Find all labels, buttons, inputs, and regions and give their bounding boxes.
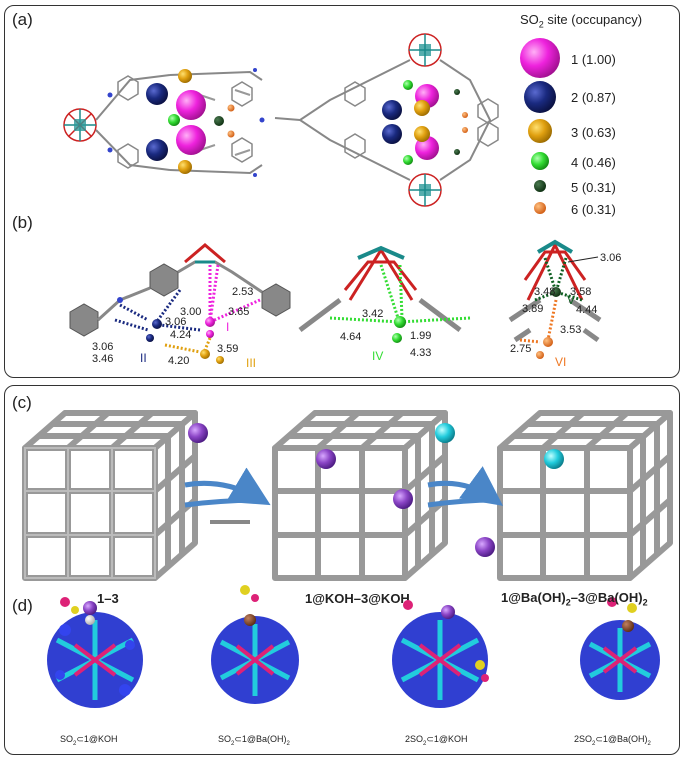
distance-label: 3.89 xyxy=(522,303,543,315)
site-roman-label: IV xyxy=(372,349,383,363)
panel-label-a: (a) xyxy=(12,10,33,29)
legend-swatch-1 xyxy=(520,38,560,78)
legend-swatch-3 xyxy=(528,119,552,143)
distance-label: 2.75 xyxy=(510,343,531,355)
cluster-render-3 xyxy=(392,600,489,708)
panel-label-b: (b) xyxy=(12,213,33,232)
site-roman-label: III xyxy=(246,356,256,370)
legend-swatch-6 xyxy=(534,202,546,214)
legend-label-4: 4 (0.46) xyxy=(571,155,616,170)
binding-site-2: 3.42 1.99 4.64 4.33 IV xyxy=(298,245,471,363)
legend-label-3: 3 (0.63) xyxy=(571,125,616,140)
distance-label: 3.65 xyxy=(228,306,249,318)
site-roman-label: VI xyxy=(555,355,566,369)
distance-label: 3.06 xyxy=(165,316,186,328)
panel-label-c: (c) xyxy=(12,393,32,412)
distance-label: 4.24 xyxy=(170,329,191,341)
lattice-cube-1 xyxy=(22,410,198,581)
distance-label: 3.59 xyxy=(217,343,238,355)
legend-swatch-5 xyxy=(534,180,546,192)
k-ion-sphere xyxy=(475,537,495,557)
distance-label: 3.06 xyxy=(600,252,621,264)
lattice-cube-3 xyxy=(497,410,673,581)
distance-label: 4.64 xyxy=(340,331,361,343)
legend-swatch-2 xyxy=(524,81,556,113)
site-roman-label: II xyxy=(140,351,147,365)
cluster-caption-4: 2SO2⊂1@Ba(OH)2 xyxy=(574,734,651,747)
distance-label: 1.99 xyxy=(410,330,431,342)
cluster-render-2 xyxy=(211,585,299,704)
cluster-caption-3: 2SO2⊂1@KOH xyxy=(405,734,468,747)
cube-label-3: 1@Ba(OH)2–3@Ba(OH)2 xyxy=(501,590,648,608)
k-ion-sphere xyxy=(393,489,413,509)
process-arrow-icon xyxy=(184,467,271,506)
metal-cluster-icon xyxy=(63,108,97,142)
ba-ion-sphere xyxy=(544,449,564,469)
legend-title: SO2 site (occupancy) xyxy=(520,12,643,30)
distance-label: 4.20 xyxy=(168,355,189,367)
distance-label: 3.53 xyxy=(560,324,581,336)
distance-label: 3.42 xyxy=(362,308,383,320)
distance-label: 3.48 xyxy=(534,286,555,298)
site-roman-label: V xyxy=(567,293,575,307)
cube-label-2: 1@KOH–3@KOH xyxy=(305,591,410,606)
mof-cage-left xyxy=(63,68,265,177)
legend-label-2: 2 (0.87) xyxy=(571,90,616,105)
k-ion-sphere xyxy=(316,449,336,469)
site-roman-label: I xyxy=(226,320,229,334)
legend-label-6: 6 (0.31) xyxy=(571,202,616,217)
cluster-render-4 xyxy=(580,597,660,700)
process-arrow-icon xyxy=(427,466,504,506)
k-ion-sphere xyxy=(188,423,208,443)
cluster-caption-1: SO2⊂1@KOH xyxy=(60,734,118,747)
distance-label: 3.46 xyxy=(92,353,113,365)
panel-ab-frame xyxy=(4,5,680,378)
distance-label: 3.06 xyxy=(92,341,113,353)
binding-site-1: 3.00 2.53 3.65 3.06 4.24 3.06 3.46 3.59 … xyxy=(69,243,291,370)
legend-label-5: 5 (0.31) xyxy=(571,180,616,195)
distance-label: 3.58 xyxy=(570,286,591,298)
panel-label-d: (d) xyxy=(12,596,33,615)
ba-ion-sphere xyxy=(435,423,455,443)
distance-label: 2.53 xyxy=(232,286,253,298)
cluster-caption-2: SO2⊂1@Ba(OH)2 xyxy=(218,734,290,747)
distance-label: 4.44 xyxy=(576,304,597,316)
cube-label-1: 1–3 xyxy=(97,591,119,606)
binding-site-3: 3.06 3.48 3.58 3.89 4.44 3.53 2.75 V VI xyxy=(508,239,621,369)
mof-cage-right xyxy=(274,33,499,207)
legend-swatch-4 xyxy=(531,152,549,170)
cluster-render-1 xyxy=(47,597,143,708)
distance-label: 3.00 xyxy=(180,306,201,318)
distance-label: 4.33 xyxy=(410,347,431,359)
legend-swatches xyxy=(520,38,560,214)
lattice-cube-2 xyxy=(272,410,448,581)
legend-label-1: 1 (1.00) xyxy=(571,52,616,67)
